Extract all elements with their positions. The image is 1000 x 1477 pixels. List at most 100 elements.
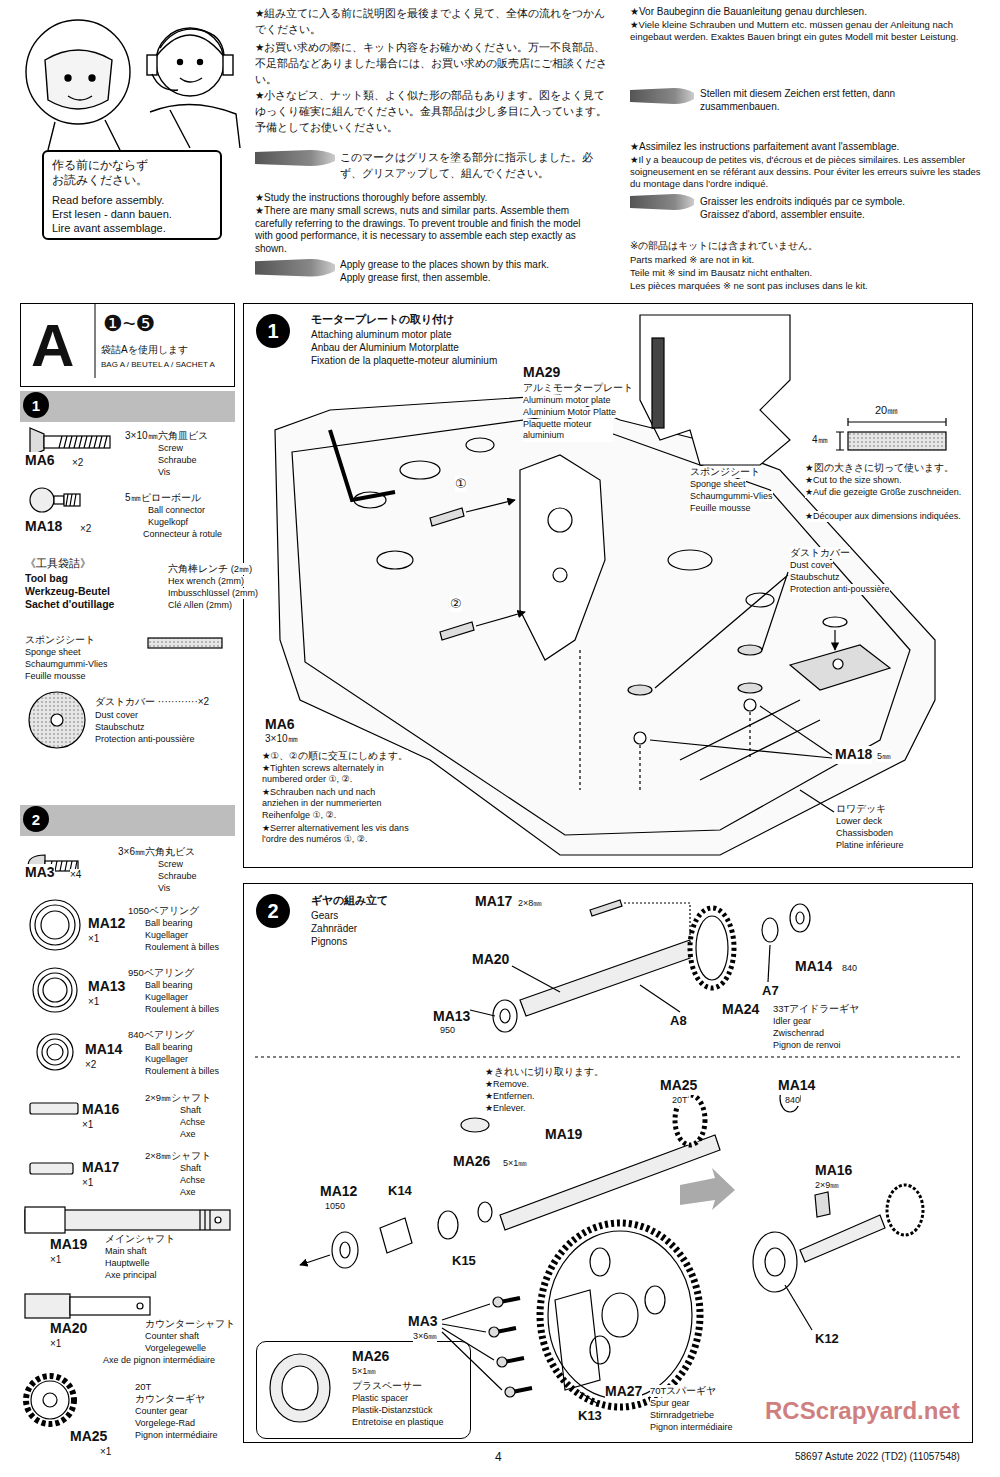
node-text: プラスペーサー <box>352 1380 422 1392</box>
note-text: カウンターギヤ <box>135 1393 205 1405</box>
node-text: Fixation de la plaquette-moteur aluminiu… <box>311 355 521 368</box>
note-text: Schraube <box>158 871 197 882</box>
node-text: Attaching aluminum motor plate <box>311 329 452 342</box>
part-code: K14 <box>388 1183 412 1199</box>
part-inset: MA265×1㎜プラスペーサーPlastic spacerPlastik-Dis… <box>256 1341 471 1439</box>
note-text: メインシャフト <box>105 1233 175 1245</box>
note-text: Shaft <box>180 1163 201 1174</box>
note-text: ×1 <box>100 1446 111 1459</box>
node-text: Zahnräder <box>311 923 357 936</box>
note-text: ×2 <box>80 523 91 536</box>
part-code: MA17 <box>475 893 512 911</box>
note-text: 2×8㎜シャフト <box>145 1150 211 1162</box>
note-text: Lower deck <box>836 816 882 827</box>
part-code: MA25 <box>70 1428 107 1446</box>
note-text: Pignon intermédiaire <box>135 1430 218 1441</box>
part-code: MA12 <box>88 915 125 933</box>
note-text: Pignon de renvoi <box>773 1040 841 1051</box>
note-text: Idler gear <box>773 1016 811 1027</box>
part-code: MA12 <box>320 1183 357 1201</box>
part-code: Werkzeug-Beutel <box>25 585 110 598</box>
part-code: MA20 <box>50 1320 87 1338</box>
cartoon-characters <box>26 20 240 150</box>
step-band: 1 <box>20 391 235 422</box>
node-text: Lire avant assemblage. <box>52 222 166 236</box>
note-text: Ball connector <box>148 505 205 516</box>
part-code: K12 <box>815 1331 839 1347</box>
part-code: A8 <box>670 1013 687 1029</box>
note-text: ×4 <box>70 869 81 882</box>
part-code: MA25 <box>660 1077 697 1095</box>
note-text: Screw <box>158 859 183 870</box>
node-text: Plastik-Distanzstück <box>352 1405 433 1416</box>
note-text: ダストカバー ············×2 <box>95 696 209 709</box>
part-code: MA24 <box>722 1001 759 1019</box>
note-text: スポンジシート <box>690 466 760 478</box>
node-text: ギヤの組み立て <box>311 894 388 908</box>
step-band: 2 <box>20 805 235 836</box>
part-code: MA3 <box>25 864 55 882</box>
note-text: Sponge sheet <box>25 647 81 658</box>
node-text: MA26 <box>352 1348 389 1366</box>
note-text: ★Study the instructions thoroughly befor… <box>255 192 590 205</box>
note-text: ★Tighten screws alternately in numbered … <box>262 763 412 786</box>
note-text: ★Découper aux dimensions indiquées. <box>805 511 970 522</box>
note-text: 950ベアリング <box>128 967 194 979</box>
note-text: Stellen mit diesem Zeichen erst fetten, … <box>700 88 970 113</box>
note-text: Hauptwelle <box>105 1258 150 1269</box>
part-code: MA13 <box>433 1008 470 1026</box>
node-text: モータープレートの取り付け <box>311 313 454 327</box>
node-text: 1 <box>23 392 49 418</box>
watermark: RCScrapyard.net <box>765 1396 960 1426</box>
note-text: 六角棒レンチ (2㎜) <box>168 563 252 575</box>
node-text: 1 <box>256 314 290 348</box>
note-text: Ball bearing <box>145 1042 193 1053</box>
note-text: 5㎜ <box>877 751 891 762</box>
note-text: 3×6㎜六角丸ビス <box>118 846 195 859</box>
note-text: ★Cut to the size shown. <box>805 475 902 486</box>
note-text: Ball bearing <box>145 918 193 929</box>
note-text: 20T <box>672 1095 688 1106</box>
note-text: 4 <box>495 1450 502 1465</box>
note-text: ×1 <box>50 1338 61 1351</box>
note-text: Protection anti-poussière <box>95 734 195 745</box>
part-code: Sachet d'outillage <box>25 598 114 611</box>
node-text: Erst lesen - dann bauen. <box>52 208 172 222</box>
note-text: 950 <box>440 1025 455 1036</box>
part-code: MA16 <box>815 1162 852 1180</box>
bag-header: A❶~❺袋詰Aを使用しますBAG A / BEUTEL A / SACHET A <box>20 303 235 387</box>
note-text: ★Entfernen. <box>485 1091 535 1102</box>
note-text: ★組み立てに入る前に説明図を最後までよく見て、全体の流れをつかんでください。 <box>255 6 610 38</box>
note-text: Hex wrench (2mm) <box>168 576 244 587</box>
node-text: 5×1㎜ <box>352 1366 376 1377</box>
part-code: MA26 <box>453 1153 490 1171</box>
note-text: ② <box>450 596 462 612</box>
note-text: Dust cover <box>95 710 138 721</box>
note-text: ★Serrer alternativement les vis dans l'o… <box>262 823 412 846</box>
part-code: K13 <box>578 1408 602 1424</box>
note-text: Roulement à billes <box>145 1066 219 1077</box>
note-text: Axe de pignon intermédiaire <box>103 1355 215 1366</box>
note-text: Sponge sheet <box>690 479 746 490</box>
note-text: Vorgelegewelle <box>145 1343 206 1354</box>
note-text: Kugellager <box>145 1054 188 1065</box>
part-code: MA19 <box>545 1126 582 1144</box>
node-text: Gears <box>311 910 338 923</box>
node-text: A <box>31 308 74 383</box>
note-text: Shaft <box>180 1105 201 1116</box>
note-text: ★きれいに切り取ります。 <box>485 1066 604 1078</box>
step-panel: 2ギヤの組み立てGearsZahnräderPignonsMA265×1㎜プラス… <box>243 883 973 1443</box>
note-text: 840 <box>785 1095 800 1106</box>
note-text: Protection anti-poussière <box>790 584 890 595</box>
note-text: 2×9㎜ <box>815 1180 839 1191</box>
note-text: Plaquette moteur aluminium <box>523 419 613 442</box>
node-text: 袋詰Aを使用します <box>101 344 188 357</box>
note-text: Vis <box>158 883 170 894</box>
note-text: Connecteur à rotule <box>143 529 222 540</box>
part-code: A7 <box>762 983 779 999</box>
part-code: MA14 <box>778 1077 815 1095</box>
part-code: MA6 <box>265 716 295 734</box>
part-code: MA13 <box>88 978 125 996</box>
note-text: ★Remove. <box>485 1079 529 1090</box>
note-text: 《工具袋詰》 <box>25 557 91 570</box>
